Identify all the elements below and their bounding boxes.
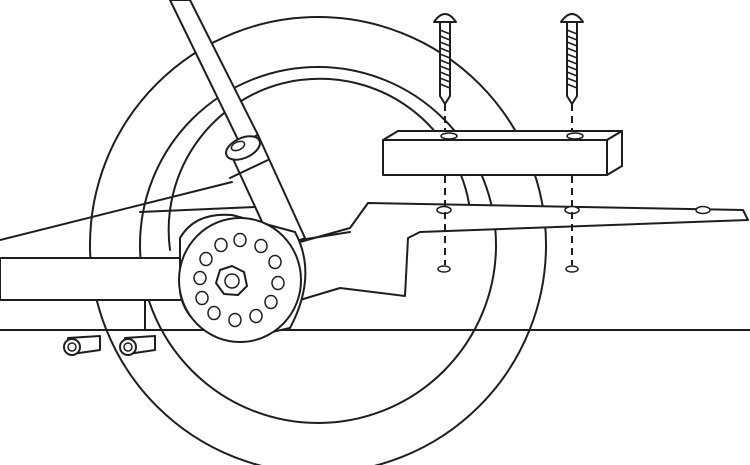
- wheel-outer-rim: [89, 16, 547, 465]
- screw-head: [560, 13, 584, 23]
- spacer-block-front: [382, 139, 608, 176]
- clip-hole-left: [67, 342, 77, 352]
- clip-hole-right: [123, 342, 133, 352]
- spacer-block: [382, 130, 623, 176]
- screw-thread: [566, 29, 578, 89]
- bolt-hole: [228, 312, 242, 328]
- clip-fittings: [63, 335, 156, 356]
- spacer-block-end: [606, 130, 623, 176]
- frame-rail-body: [0, 202, 749, 301]
- bolt-hole: [199, 251, 213, 267]
- frame-rail-crease: [299, 231, 351, 241]
- bolt-hole: [195, 290, 209, 306]
- spacer-hole-left: [440, 132, 458, 140]
- bolt-hole: [233, 232, 247, 248]
- clip-ring-left: [63, 338, 81, 356]
- tube-band: [229, 159, 269, 179]
- bolt-hole: [271, 275, 285, 291]
- brace-lower-edge: [139, 206, 256, 213]
- screw-thread: [439, 29, 451, 89]
- screw-right: [560, 13, 584, 105]
- bolt-hole: [193, 270, 207, 286]
- spacer-hole-right: [566, 132, 584, 140]
- bolt-hole: [214, 237, 228, 253]
- frame-rail: [0, 202, 749, 331]
- screw-head: [433, 13, 457, 23]
- hole-end: [695, 205, 711, 215]
- alignment-guides: [444, 104, 573, 265]
- tube-collar-hole: [230, 140, 246, 152]
- hole-right-lower: [565, 265, 579, 273]
- spacer-block-top: [382, 130, 623, 141]
- hole-left-lower: [437, 265, 451, 273]
- handle-tube: [169, 0, 306, 251]
- diagonal-brace: [0, 181, 256, 241]
- axle-center: [224, 273, 240, 289]
- brace-upper-edge: [0, 181, 233, 241]
- hub-flange: [178, 213, 307, 343]
- wheel-inner-rim: [139, 66, 497, 424]
- bolt-hole: [264, 294, 278, 310]
- bolt-hole: [254, 238, 268, 254]
- bolt-hole: [207, 305, 221, 321]
- bolt-hole: [268, 254, 282, 270]
- screw-left: [433, 13, 457, 105]
- hub-bolt-holes: [193, 232, 285, 328]
- clip-ring-right: [119, 338, 137, 356]
- bolt-hole: [249, 308, 263, 324]
